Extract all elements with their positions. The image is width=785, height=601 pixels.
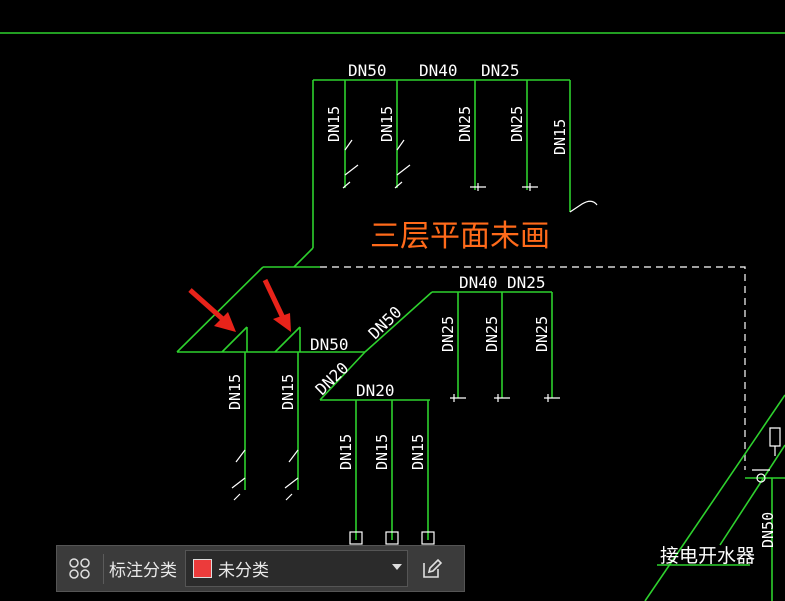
left-riser-label-2: DN15 (279, 374, 297, 410)
faucet-icon (231, 449, 246, 501)
label-dn50-main: DN50 (310, 335, 349, 354)
main-manifold: DN50 DN50 DN20 DN20 DN15 DN15 (176, 266, 552, 501)
annotation-toolbar: 标注分类 未分类 (56, 545, 465, 592)
annotation-arrows (188, 278, 291, 332)
riser-label-1: DN15 (325, 106, 343, 142)
left-riser-label-1: DN15 (226, 374, 244, 410)
dashed-line (320, 266, 746, 470)
label-dn20: DN20 (356, 381, 395, 400)
top-branch: DN50 DN40 DN25 DN15 DN15 DN25 DN25 DN15 (293, 61, 598, 268)
fixture-icon (349, 531, 363, 545)
caret-down-icon (392, 564, 402, 570)
edit-icon[interactable] (410, 546, 454, 591)
faucet-icon (284, 449, 299, 501)
toolbar-divider (103, 553, 104, 584)
valve-icon (450, 394, 466, 402)
valve-icon (544, 394, 560, 402)
fixture-icon (385, 531, 399, 545)
heater-icon (769, 427, 781, 456)
bottom-riser-label-3: DN15 (409, 434, 427, 470)
heater-label: 接电开水器 (660, 545, 755, 567)
valve-icon (494, 394, 510, 402)
label-dn20-diag: DN20 (312, 358, 353, 398)
category-selected: 未分类 (218, 561, 269, 581)
valve-icon (522, 183, 538, 191)
label-dn50-diag: DN50 (365, 302, 406, 342)
riser-label-3: DN25 (456, 106, 474, 142)
right-riser-label: DN50 (759, 512, 777, 548)
bottom-riser-label-2: DN15 (373, 434, 391, 470)
label-dn25-top: DN25 (481, 61, 520, 80)
fixture-icon (421, 531, 435, 545)
riser-label-2: DN15 (378, 106, 396, 142)
mid-riser-label-1: DN25 (439, 316, 457, 352)
faucet-icon (342, 139, 359, 189)
label-dn40-mid: DN40 (459, 273, 498, 292)
right-branch: DN50 接电开水器 (644, 394, 785, 601)
drawing-note: 三层平面未画 (370, 219, 550, 254)
category-color-swatch (193, 559, 212, 578)
faucet-icon (394, 139, 411, 189)
valve-icon (470, 183, 486, 191)
bottom-branch: DN15 DN15 DN15 (337, 400, 435, 545)
mid-riser-label-3: DN25 (533, 316, 551, 352)
valve-icon (752, 469, 770, 483)
riser-label-5: DN15 (551, 119, 569, 155)
label-dn40-top: DN40 (419, 61, 458, 80)
riser-label-4: DN25 (508, 106, 526, 142)
bottom-riser-label-1: DN15 (337, 434, 355, 470)
grid-icon[interactable] (57, 546, 103, 591)
category-select[interactable]: 未分类 (185, 550, 408, 587)
mid-riser-label-2: DN25 (483, 316, 501, 352)
label-dn50-top: DN50 (348, 61, 387, 80)
mid-branch: DN40 DN25 DN25 DN25 DN25 (439, 273, 560, 402)
faucet-icon (569, 200, 598, 213)
category-label: 标注分类 (109, 561, 177, 581)
label-dn25-mid: DN25 (507, 273, 546, 292)
